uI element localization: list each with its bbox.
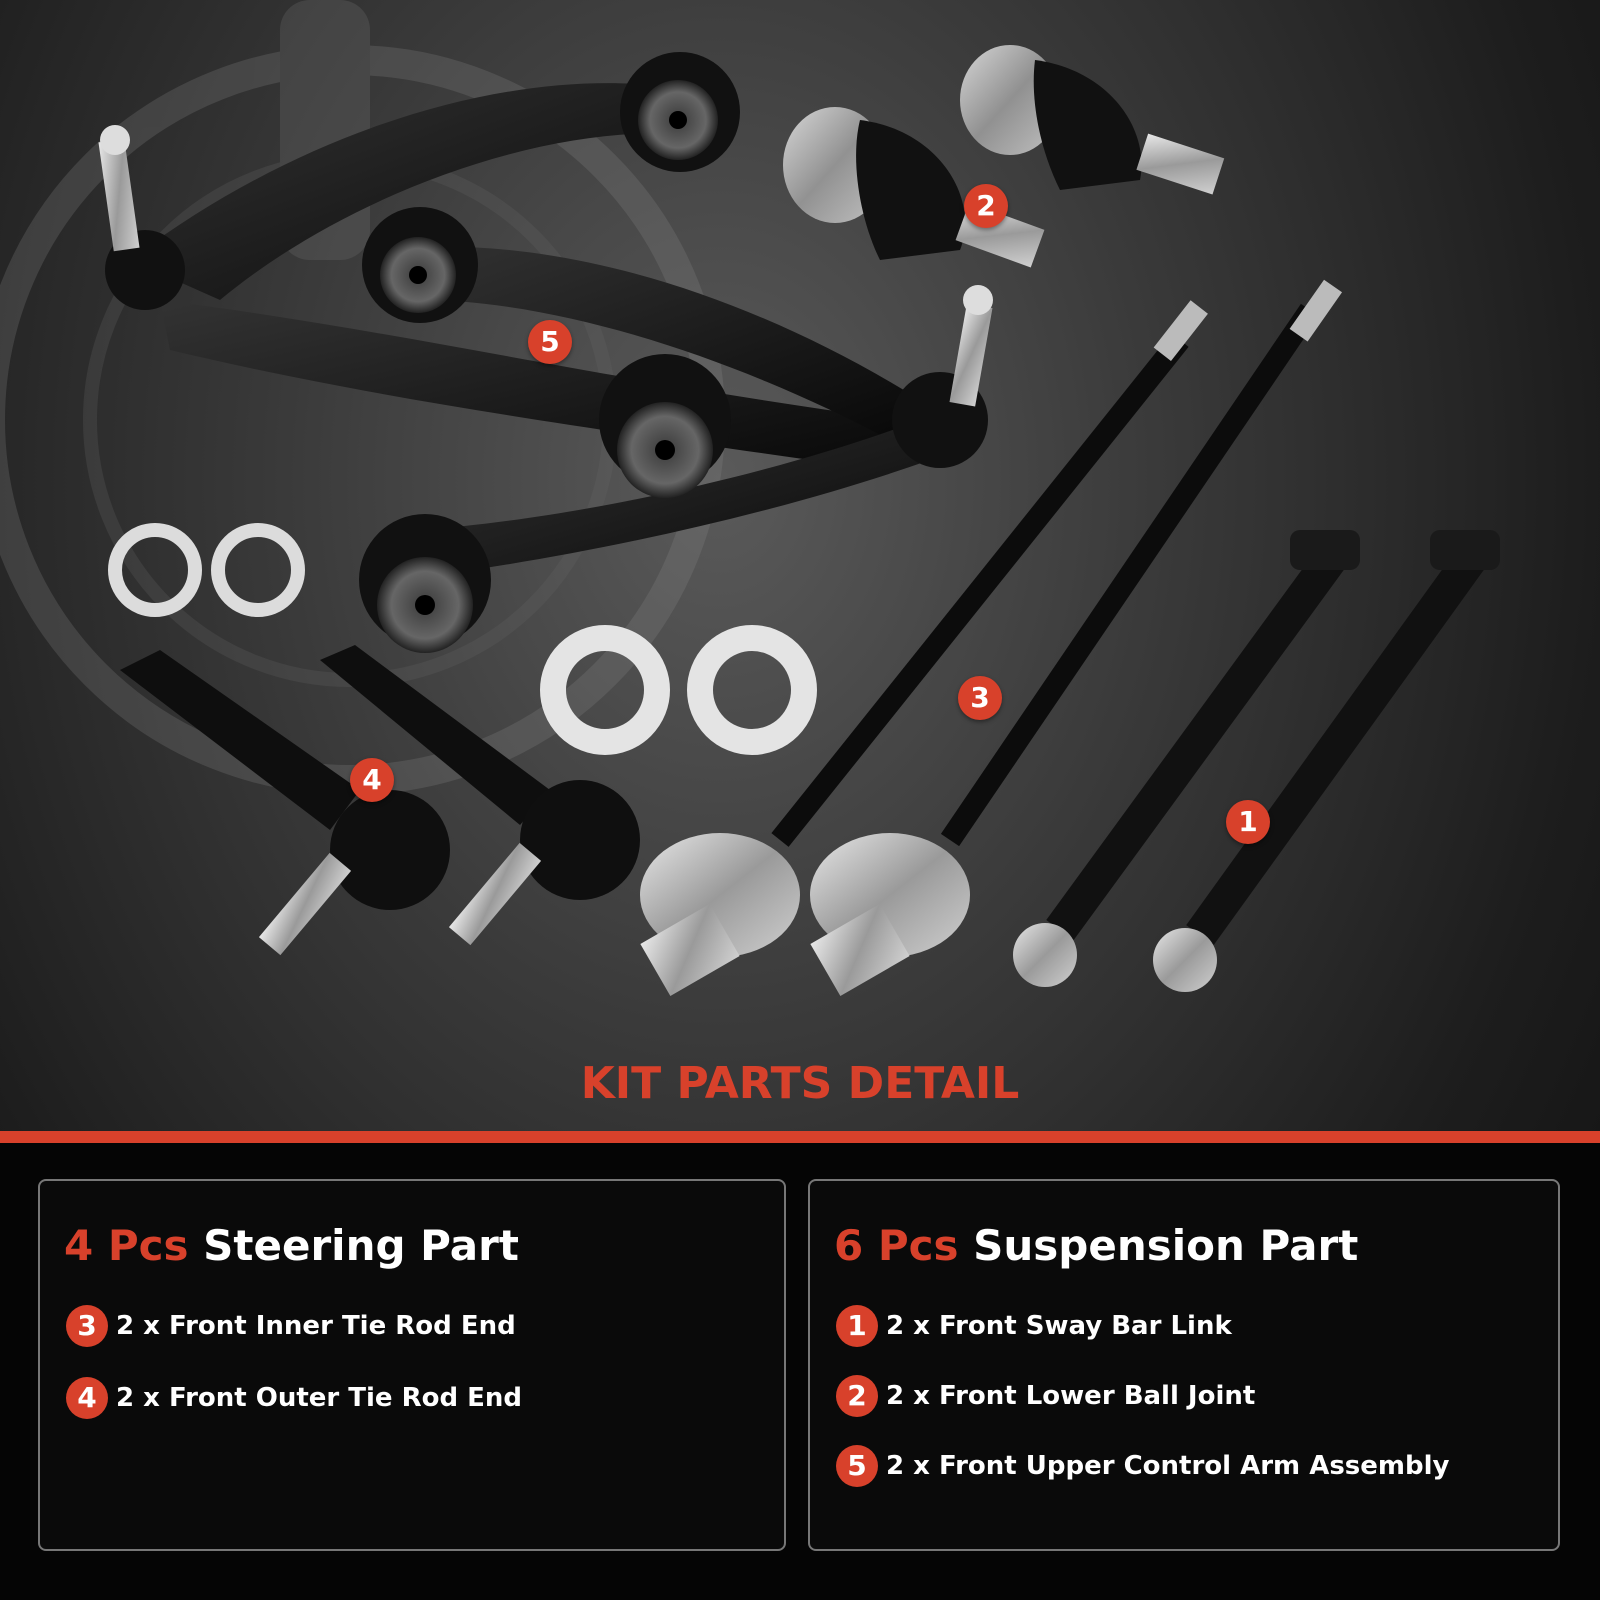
item-number-badge: 1 <box>836 1305 878 1347</box>
steering-item: 3 2 x Front Inner Tie Rod End <box>66 1304 516 1348</box>
outer-tie-rods <box>120 645 640 956</box>
callout-1: 1 <box>1226 800 1270 844</box>
washers <box>108 523 817 755</box>
steering-count: 4 Pcs <box>64 1221 189 1270</box>
lower-ball-joints <box>783 45 1225 268</box>
steering-heading: 4 Pcs Steering Part <box>64 1221 519 1270</box>
sway-bar-links <box>1013 530 1500 992</box>
kit-parts-title: KIT PARTS DETAIL <box>580 1058 1020 1109</box>
steering-part-panel: 4 Pcs Steering Part 3 2 x Front Inner Ti… <box>38 1179 786 1551</box>
item-label: 2 x Front Inner Tie Rod End <box>116 1311 516 1341</box>
steering-item: 4 2 x Front Outer Tie Rod End <box>66 1376 522 1420</box>
suspension-count: 6 Pcs <box>834 1221 959 1270</box>
suspension-item: 2 2 x Front Lower Ball Joint <box>836 1374 1255 1418</box>
upper-control-arm-front <box>359 207 993 653</box>
callout-3: 3 <box>958 676 1002 720</box>
item-number-badge: 2 <box>836 1375 878 1417</box>
suspension-title: Suspension Part <box>973 1221 1359 1270</box>
suspension-part-panel: 6 Pcs Suspension Part 1 2 x Front Sway B… <box>808 1179 1560 1551</box>
callout-2: 2 <box>964 184 1008 228</box>
parts-detail-section: 4 Pcs Steering Part 3 2 x Front Inner Ti… <box>0 1143 1600 1600</box>
item-number-badge: 5 <box>836 1445 878 1487</box>
inner-tie-rods <box>640 279 1343 996</box>
item-label: 2 x Front Upper Control Arm Assembly <box>886 1451 1450 1481</box>
item-number-badge: 3 <box>66 1305 108 1347</box>
item-number-badge: 4 <box>66 1377 108 1419</box>
suspension-item: 5 2 x Front Upper Control Arm Assembly <box>836 1444 1449 1488</box>
parts-photo <box>0 0 1500 996</box>
suspension-item: 1 2 x Front Sway Bar Link <box>836 1304 1232 1348</box>
steering-title: Steering Part <box>203 1221 519 1270</box>
suspension-heading: 6 Pcs Suspension Part <box>834 1221 1358 1270</box>
item-label: 2 x Front Lower Ball Joint <box>886 1381 1256 1411</box>
item-label: 2 x Front Sway Bar Link <box>886 1311 1232 1341</box>
callout-4: 4 <box>350 758 394 802</box>
accent-divider <box>0 1131 1600 1143</box>
callout-5: 5 <box>528 320 572 364</box>
item-label: 2 x Front Outer Tie Rod End <box>116 1383 523 1413</box>
